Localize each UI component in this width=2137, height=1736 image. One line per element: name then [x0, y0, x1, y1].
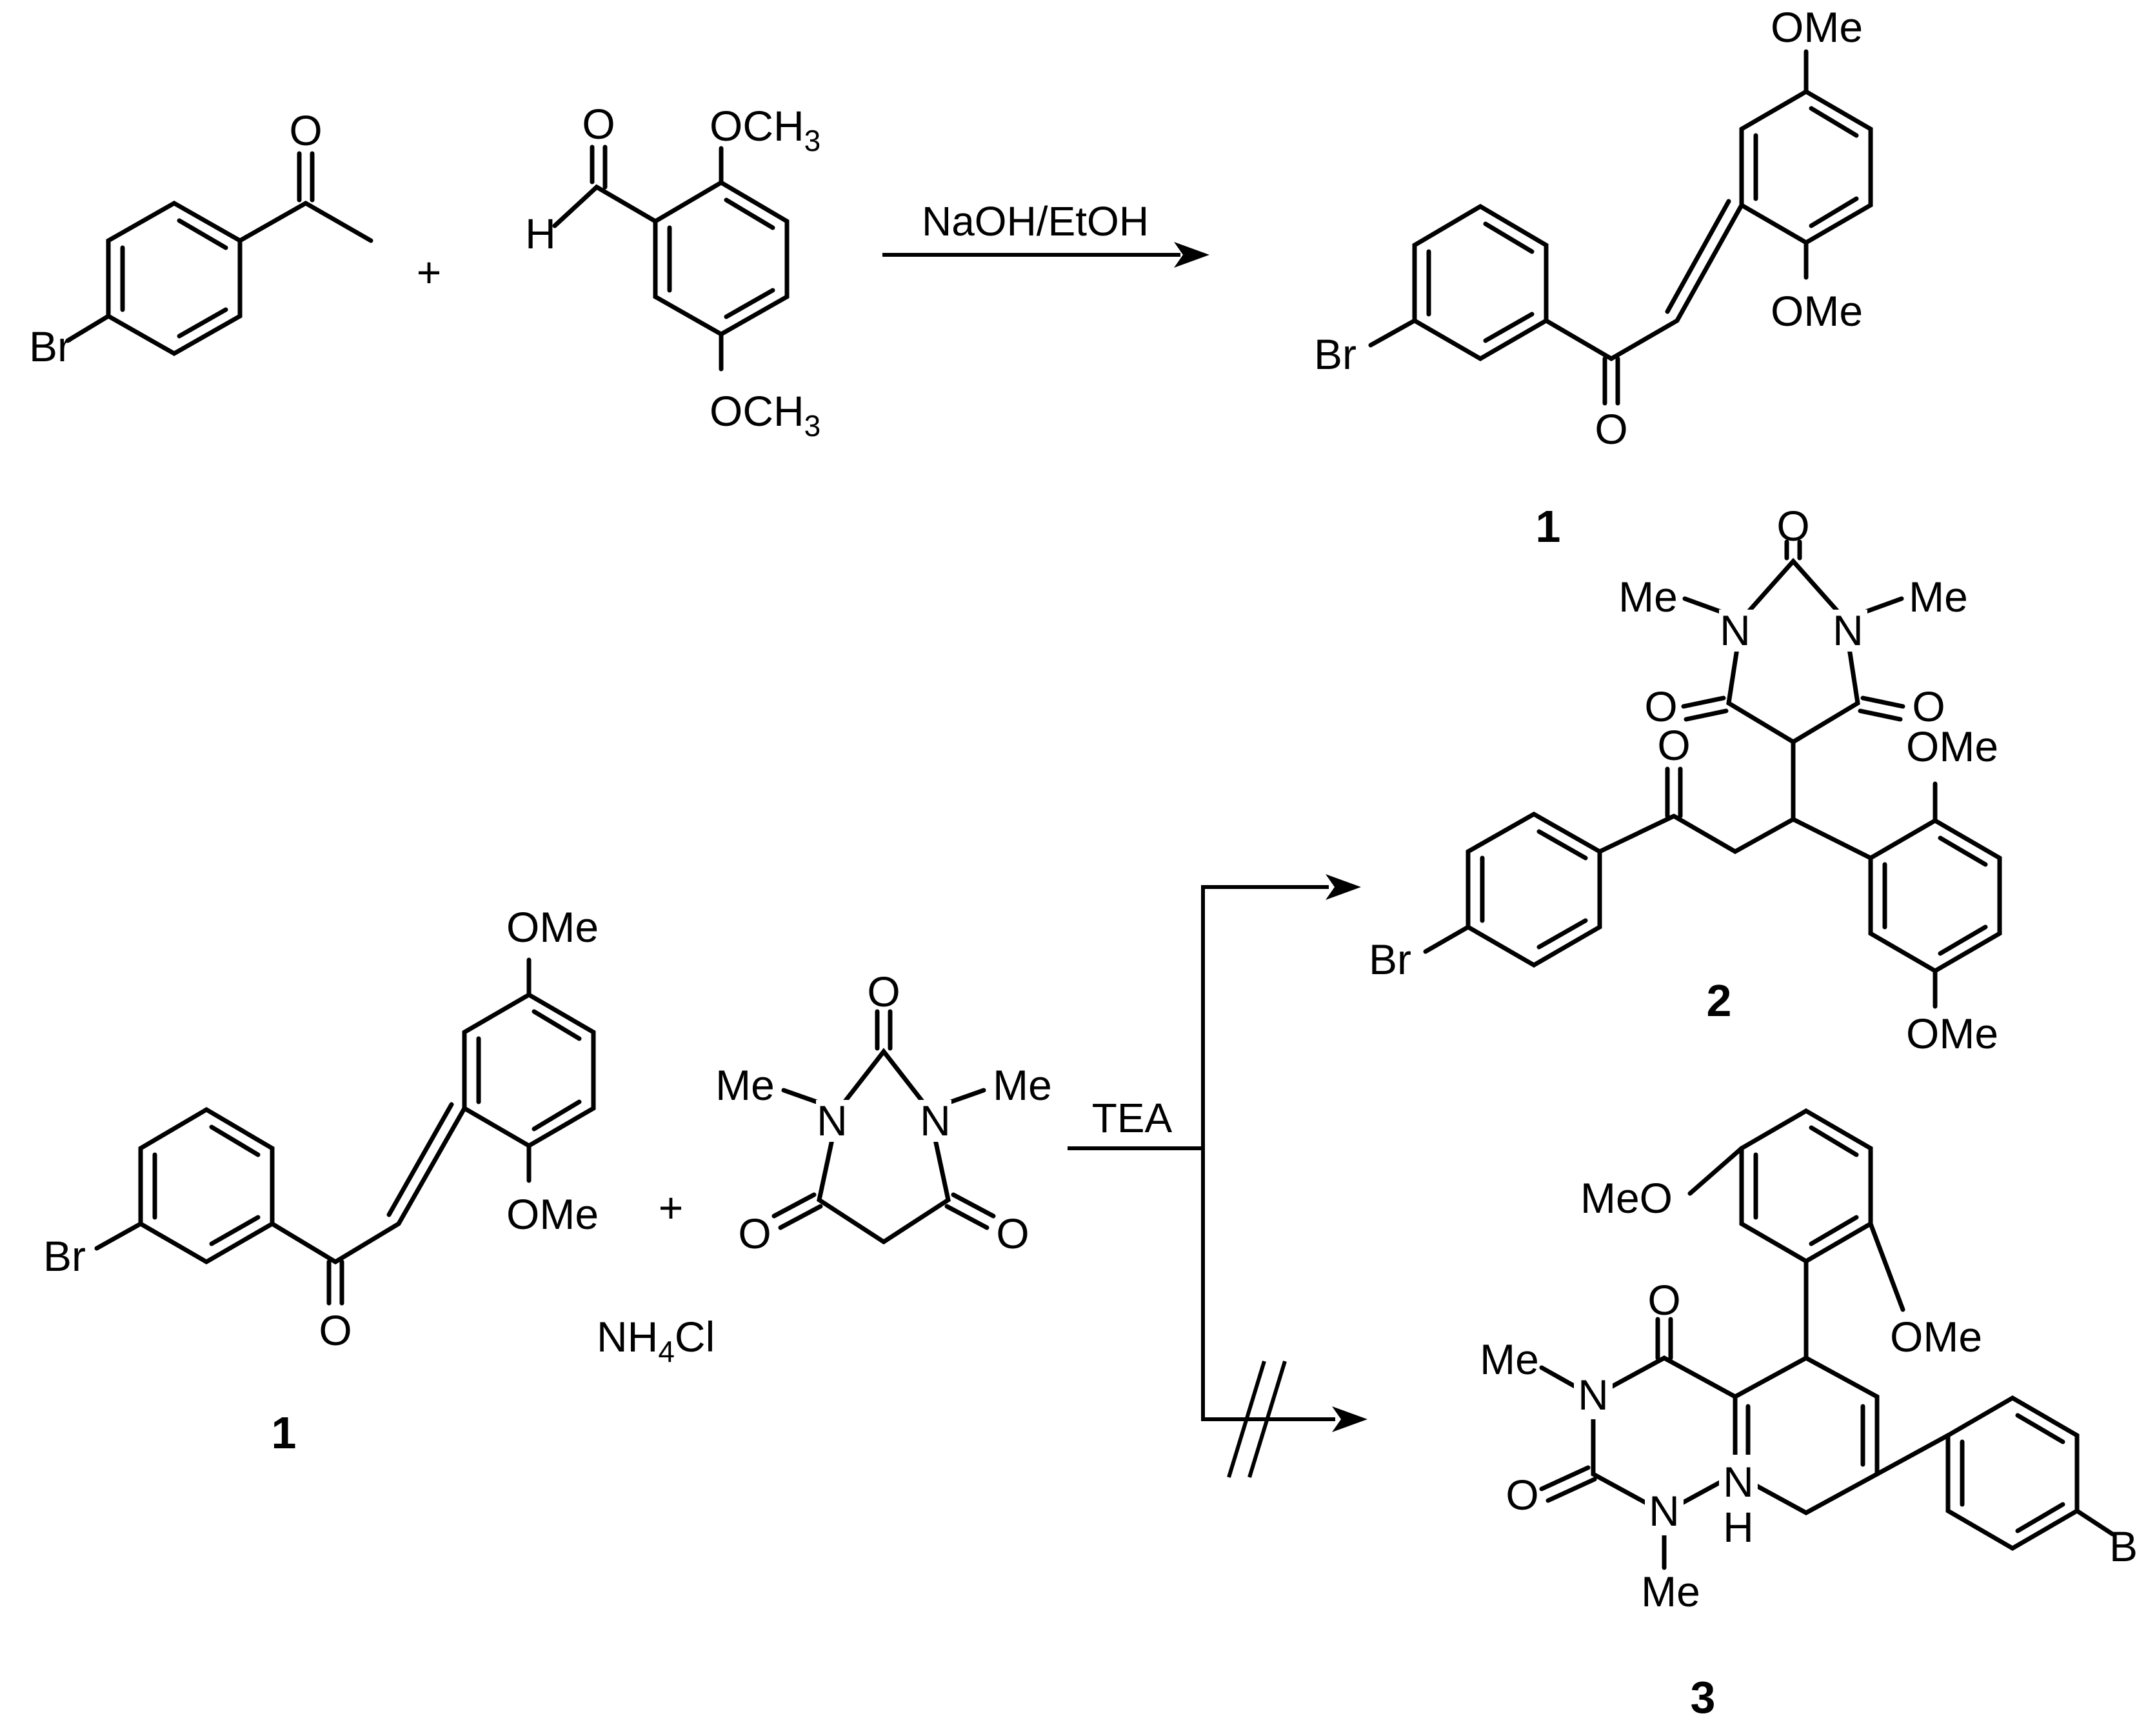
atom-o: O	[1647, 1276, 1680, 1324]
methyl-right: Me	[993, 1061, 1052, 1109]
atom-br: Br	[43, 1232, 86, 1280]
methyl-n3: Me	[1480, 1335, 1539, 1383]
plus-sign: +	[417, 248, 442, 296]
atom-o: O	[1657, 721, 1690, 769]
ammonium-chloride: NH4Cl	[597, 1313, 715, 1368]
arrow-reaction-2: TEA	[1068, 874, 1367, 1478]
methoxy-top: OMe	[506, 903, 599, 951]
reactant-dimethylbarbituric-acid: O Me Me N N O O	[715, 968, 1052, 1257]
product-pyridopyrimidine-3: MeO OMe O Me N O N Me N H Br 3	[1480, 1108, 2137, 1722]
atom-n: N	[1649, 1487, 1680, 1535]
methoxy-bottom: OMe	[1771, 287, 1863, 335]
atom-n: N	[1833, 606, 1864, 654]
atom-o: O	[289, 106, 322, 154]
methoxy-top: OCH3	[710, 102, 820, 157]
atom-h: H	[1723, 1503, 1754, 1551]
methyl-left: Me	[1618, 573, 1678, 621]
reaction-conditions: NaOH/EtOH	[922, 198, 1149, 244]
atom-n: N	[817, 1097, 848, 1144]
atom-h: H	[525, 210, 556, 257]
atom-o: O	[1506, 1471, 1538, 1519]
compound-label-2: 2	[1707, 975, 1732, 1026]
product-michael-adduct-2: O Me Me N N O O O OMe OMe Br 2	[1369, 502, 2002, 1057]
atom-o: O	[867, 968, 900, 1015]
arrow-reaction-1: NaOH/EtOH	[882, 198, 1209, 268]
atom-o: O	[1776, 502, 1809, 550]
atom-br: Br	[2109, 1522, 2137, 1570]
methoxy-bottom: OMe	[506, 1190, 599, 1238]
atom-o: O	[319, 1306, 352, 1354]
atom-n: N	[1720, 606, 1751, 654]
atom-o: O	[996, 1210, 1029, 1257]
atom-o: O	[1595, 405, 1627, 453]
atom-o: O	[1912, 683, 1945, 730]
atom-nh: N	[1723, 1458, 1754, 1506]
methoxy-bottom: OMe	[1906, 1010, 1998, 1057]
plus-sign: +	[659, 1184, 684, 1232]
atom-o: O	[1644, 683, 1677, 730]
methoxy-right: OMe	[1890, 1313, 1982, 1361]
atom-br: Br	[29, 323, 72, 370]
additive-ammonium-chloride: NH4Cl	[597, 1313, 715, 1368]
atom-br: Br	[1369, 935, 1411, 983]
atom-n: N	[920, 1097, 951, 1144]
methoxy-bottom: OCH3	[710, 387, 820, 443]
atom-br: Br	[1314, 330, 1357, 378]
compound-label-1: 1	[272, 1408, 297, 1458]
product-chalcone-1: OMe OMe Br O 1	[1314, 3, 1873, 552]
compound-label-1: 1	[1536, 501, 1561, 552]
methoxy-top: OMe	[1906, 723, 1998, 770]
compound-label-3: 3	[1691, 1672, 1716, 1722]
methyl-n1: Me	[1641, 1568, 1700, 1615]
reactant-4-bromoacetophenone: O Br	[29, 106, 373, 370]
methyl-left: Me	[715, 1061, 775, 1109]
methyl-right: Me	[1909, 573, 1968, 621]
reactant-chalcone-1: OMe OMe Br O 1	[43, 903, 599, 1458]
atom-o: O	[738, 1210, 771, 1257]
reactant-2-5-dimethoxybenzaldehyde: O H OCH3 OCH3	[525, 100, 820, 443]
methoxy-top: OMe	[1771, 3, 1863, 51]
reaction-conditions: TEA	[1092, 1095, 1173, 1141]
methoxy-left: MeO	[1580, 1174, 1673, 1222]
atom-n: N	[1578, 1371, 1609, 1419]
atom-o: O	[582, 100, 615, 148]
